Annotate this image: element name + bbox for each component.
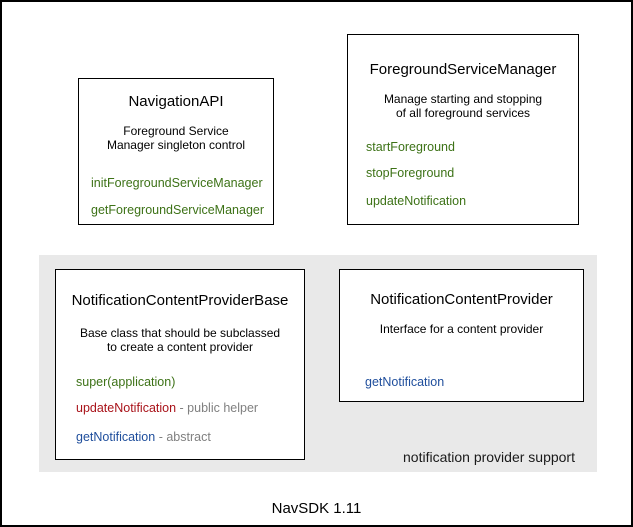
method-name: getForegroundServiceManager [91, 203, 265, 217]
method-annotation: - abstract [155, 430, 211, 444]
class-box-notification-content-provider-base: NotificationContentProviderBase Base cla… [55, 269, 305, 460]
method-name: getNotification [76, 430, 156, 444]
method-updateNotification: updateNotification [366, 194, 466, 209]
method-getNotification: getNotification [365, 375, 444, 390]
method-name: stopForeground [366, 166, 455, 180]
method-name: updateNotification [76, 401, 177, 415]
method-getForegroundServiceManager: getForegroundServiceManager [91, 203, 264, 218]
method-startForeground: startForeground [366, 140, 455, 155]
class-title: NotificationContentProvider [370, 291, 553, 308]
class-title: NavigationAPI [128, 93, 224, 110]
class-description-line: Manager singleton control [106, 138, 246, 152]
region-label: notification provider support [403, 449, 575, 465]
class-description-line: Manage starting and stopping [383, 92, 543, 106]
method-name: getNotification [365, 375, 445, 389]
class-description: Base class that should be subclassed to … [56, 326, 304, 354]
method-name: initForegroundServiceManager [91, 176, 263, 190]
class-description-line: of all foreground services [395, 106, 531, 120]
method-initForegroundServiceManager: initForegroundServiceManager [91, 176, 263, 191]
class-title: ForegroundServiceManager [369, 61, 557, 78]
method-updateNotification: updateNotification - public helper [76, 401, 258, 416]
class-box-foreground-service-manager: ForegroundServiceManager Manage starting… [347, 34, 579, 225]
method-getNotification: getNotification - abstract [76, 430, 211, 445]
method-annotation: - public helper [176, 401, 259, 415]
diagram-caption: NavSDK 1.11 [271, 500, 362, 517]
method-name: updateNotification [366, 194, 467, 208]
class-description: Manage starting and stopping of all fore… [348, 92, 578, 120]
method-name: super(application) [76, 375, 176, 389]
class-description-line: Foreground Service [123, 124, 229, 138]
class-description-line: Interface for a content provider [379, 322, 544, 336]
class-box-navigation-api: NavigationAPI Foreground Service Manager… [78, 78, 274, 225]
method-super-application: super(application) [76, 375, 175, 390]
class-title: NotificationContentProviderBase [71, 292, 289, 309]
class-description: Interface for a content provider [340, 322, 583, 336]
class-description-line: Base class that should be subclassed [79, 326, 281, 340]
class-description-line: to create a content provider [106, 340, 254, 354]
method-stopForeground: stopForeground [366, 166, 454, 181]
class-description: Foreground Service Manager singleton con… [79, 124, 273, 152]
method-name: startForeground [366, 140, 455, 154]
class-box-notification-content-provider: NotificationContentProvider Interface fo… [339, 269, 584, 402]
